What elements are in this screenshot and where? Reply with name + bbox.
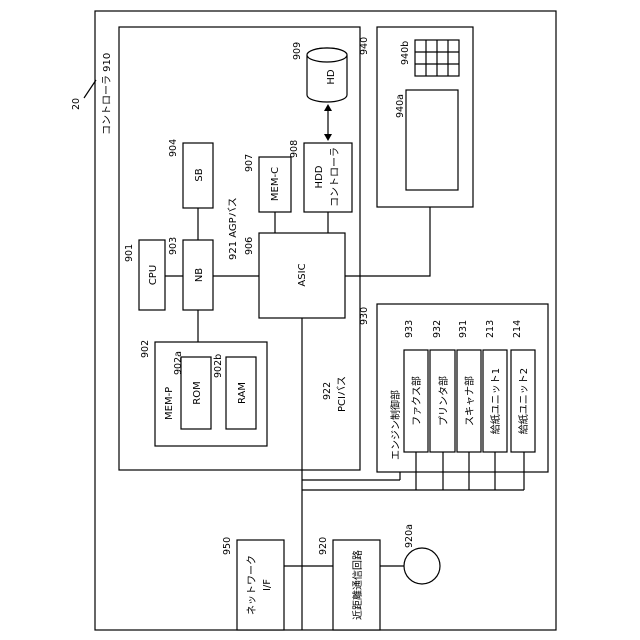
mem-c-label: MEM-C [270,167,281,201]
scanner-unit-ref: 931 [458,320,469,338]
nfc-circuit-ref: 920 [318,537,329,555]
scanner-unit-label: スキャナ部 [463,376,476,426]
feed-unit-1-label: 給紙ユニット1 [489,368,502,434]
network-if-box [237,540,284,630]
keypad-ref: 940b [400,41,411,65]
network-if-label-1: ネットワーク [246,555,258,615]
antenna-icon [404,548,440,584]
mem-c-ref: 907 [244,154,255,172]
rom-ref: 902a [173,351,184,375]
asic-ref: 906 [244,237,255,255]
pci-bus-num: 922 [322,382,333,400]
hdd-controller-ref: 908 [289,140,300,158]
asic-label: ASIC [297,263,308,286]
panel-screen [406,90,458,190]
printer-unit-label: プリンタ部 [437,376,450,426]
nb-label: NB [194,268,205,282]
feed-unit-2-label: 給紙ユニット2 [517,368,530,434]
operation-panel-ref: 940 [359,37,370,55]
cpu-ref: 901 [124,244,135,262]
device-ref-leader [84,80,96,98]
fax-unit-label: ファクス部 [410,376,423,426]
controller-label: コントローラ 910 [101,53,113,135]
agp-bus-label: 921 AGPバス [227,197,239,260]
sb-ref: 904 [168,139,179,157]
feed-unit-1-ref: 213 [485,320,496,338]
hdd-controller-label-1: HDD [314,165,325,188]
fax-unit-ref: 933 [404,320,415,338]
nb-ref: 903 [168,237,179,255]
engine-control-label: エンジン制御部 [389,390,402,460]
nfc-circuit-label: 近距離通信回路 [351,550,364,620]
sb-label: SB [194,168,205,181]
printer-unit-ref: 932 [432,320,443,338]
ram-ref: 902b [213,354,224,378]
hd-label: HD [326,69,337,85]
ram-label: RAM [237,382,248,404]
device-ref: 20 [71,98,82,110]
cpu-label: CPU [148,265,159,285]
hdd-controller-box [304,143,352,212]
panel-screen-ref: 940a [395,94,406,118]
engine-control-ref: 930 [359,307,370,325]
network-if-label-2: I/F [262,579,273,591]
mem-p-ref: 902 [140,340,151,358]
keypad-icon [415,40,459,76]
hd-ref: 909 [292,42,303,60]
antenna-ref: 920a [404,524,415,548]
hdd-controller-label-2: コントローラ [329,147,341,207]
mem-p-label: MEM-P [164,387,175,420]
network-if-ref: 950 [222,537,233,555]
pci-bus-label: PCIバス [336,376,348,412]
feed-unit-2-ref: 214 [512,320,523,338]
rom-label: ROM [192,381,203,404]
